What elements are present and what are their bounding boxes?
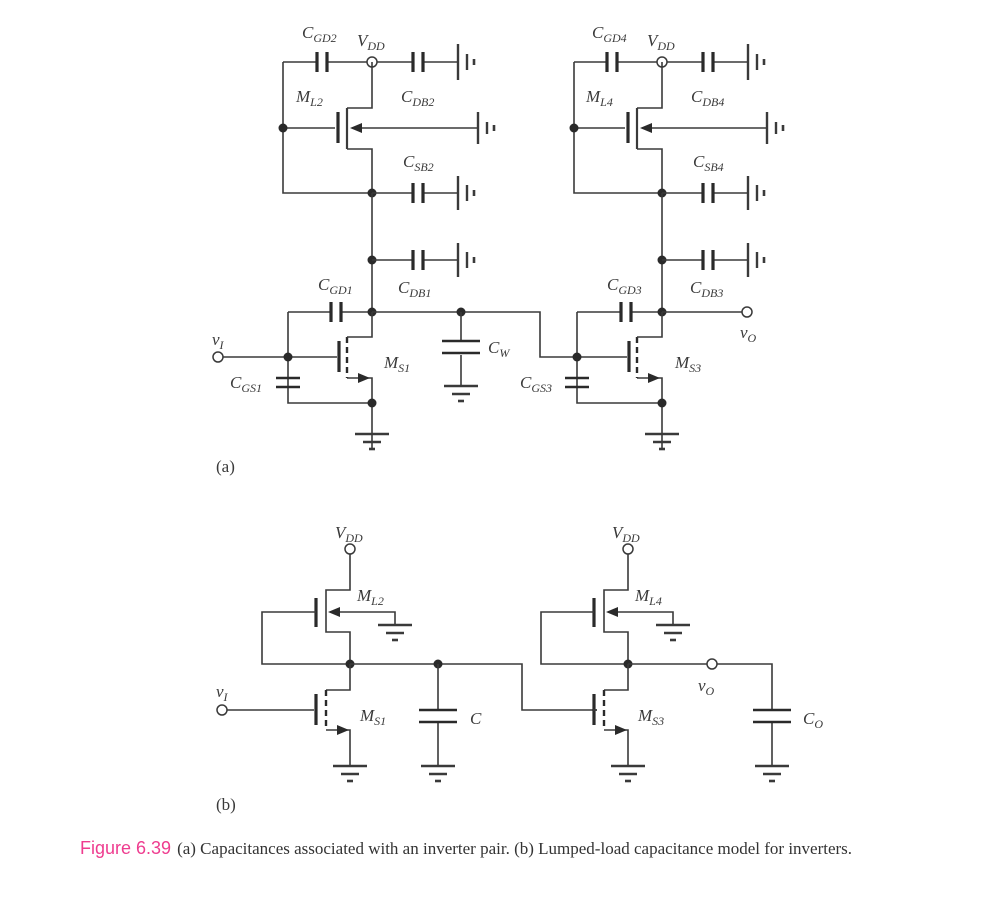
capacitor [701, 52, 715, 72]
label-ml4: ML4 [634, 586, 662, 608]
transistor-ml2 [314, 554, 396, 664]
ground-icon [611, 764, 645, 783]
label-csb4: CSB4 [693, 152, 724, 174]
label-ms3: MS3 [674, 353, 701, 375]
wire [573, 62, 662, 194]
ground-icon [656, 623, 690, 642]
label-cgs1: CGS1 [230, 373, 262, 395]
capacitor-cgd1 [329, 302, 343, 322]
interconnect-wire [372, 311, 577, 358]
panel-b-right-inverter [540, 543, 791, 783]
ground-icon [456, 243, 476, 277]
vo-terminal [706, 658, 718, 670]
ground-icon [355, 432, 389, 451]
ground-icon [765, 112, 785, 144]
label-cw: CW [488, 338, 510, 360]
transistor-ms3 [627, 312, 663, 448]
label-ml4: ML4 [585, 87, 613, 109]
label-co: CO [803, 709, 823, 731]
vdd-terminal [622, 543, 634, 555]
label-ml2: ML2 [356, 586, 384, 608]
label-vi: vI [216, 682, 229, 704]
label-ms1: MS1 [383, 353, 410, 375]
caption-text: (a) Capacitances associated with an inve… [177, 839, 853, 858]
label-cdb4: CDB4 [691, 87, 724, 109]
label-vdd: VDD [357, 31, 385, 53]
ground-icon [746, 44, 766, 80]
label-cgs3: CGS3 [520, 373, 552, 395]
capacitor-cgs1 [276, 376, 300, 389]
ground-icon [333, 764, 367, 783]
label-vdd: VDD [647, 31, 675, 53]
transistor-ml2 [336, 62, 478, 193]
vi-terminal [216, 704, 228, 716]
feedback-wire [540, 611, 628, 665]
capacitor-cgd3 [619, 302, 633, 322]
label-cgd3: CGD3 [607, 275, 642, 297]
ground-icon [746, 176, 766, 210]
capacitor-csb2 [411, 183, 425, 203]
ground-icon [378, 623, 412, 642]
figure-number: Figure 6.39 [80, 838, 172, 858]
feedback-wire [261, 611, 350, 665]
ground-icon [444, 384, 478, 403]
label-cdb1: CDB1 [398, 278, 431, 300]
label-cgd4: CGD4 [592, 23, 627, 45]
label-ml2: ML2 [295, 87, 323, 109]
capacitor-cgd4 [605, 52, 619, 72]
capacitor-cw [442, 339, 480, 355]
panel-label-a: (a) [216, 457, 235, 476]
capacitor-csb4 [701, 183, 715, 203]
vdd-terminal [344, 543, 356, 555]
capacitor-cdb1 [411, 250, 425, 270]
label-vdd: VDD [335, 523, 363, 545]
figure-caption: Figure 6.39 (a) Capacitances associated w… [80, 838, 852, 859]
transistor-ms1 [314, 664, 351, 765]
capacitor-c [419, 708, 457, 724]
label-ms1: MS1 [359, 706, 386, 728]
wire [282, 62, 372, 194]
panel-a-left-inverter [212, 44, 577, 451]
vi-terminal [212, 351, 224, 363]
interconnect-wire [350, 663, 597, 711]
capacitor-cdb3 [701, 250, 715, 270]
capacitor-cgd2 [315, 52, 329, 72]
vo-terminal [741, 306, 753, 318]
ground-icon [746, 243, 766, 277]
capacitor-co [753, 708, 791, 724]
panel-b-labels: VDD ML2 vI MS1 C VDD ML4 vO MS3 CO (b) [216, 523, 823, 814]
panel-b-left-inverter [216, 543, 597, 783]
transistor-ms1 [337, 312, 373, 448]
capacitor-cgs3 [565, 376, 589, 389]
label-cdb3: CDB3 [690, 278, 723, 300]
panel-label-b: (b) [216, 795, 236, 814]
ground-icon [421, 764, 455, 783]
ground-icon [476, 112, 496, 144]
capacitor [411, 52, 425, 72]
panel-a-labels: CGD2 VDD ML2 CDB2 CSB2 CDB1 CGD1 vI CGS1… [212, 23, 757, 476]
transistor-ms3 [592, 664, 629, 765]
panel-a-right-inverter [565, 44, 785, 451]
transistor-ml4 [626, 62, 767, 193]
wire [717, 663, 773, 765]
label-csb2: CSB2 [403, 152, 434, 174]
transistor-ml4 [592, 554, 674, 664]
label-vo: vO [698, 676, 715, 698]
wire [576, 312, 662, 404]
wire [287, 312, 372, 404]
ground-icon [645, 432, 679, 451]
label-cdb2: CDB2 [401, 87, 434, 109]
label-vdd: VDD [612, 523, 640, 545]
label-vo: vO [740, 323, 757, 345]
ground-icon [456, 44, 476, 80]
label-vi: vI [212, 330, 225, 352]
label-cgd2: CGD2 [302, 23, 337, 45]
label-cgd1: CGD1 [318, 275, 353, 297]
label-ms3: MS3 [637, 706, 664, 728]
label-c: C [470, 709, 482, 728]
ground-icon [755, 764, 789, 783]
ground-icon [456, 176, 476, 210]
